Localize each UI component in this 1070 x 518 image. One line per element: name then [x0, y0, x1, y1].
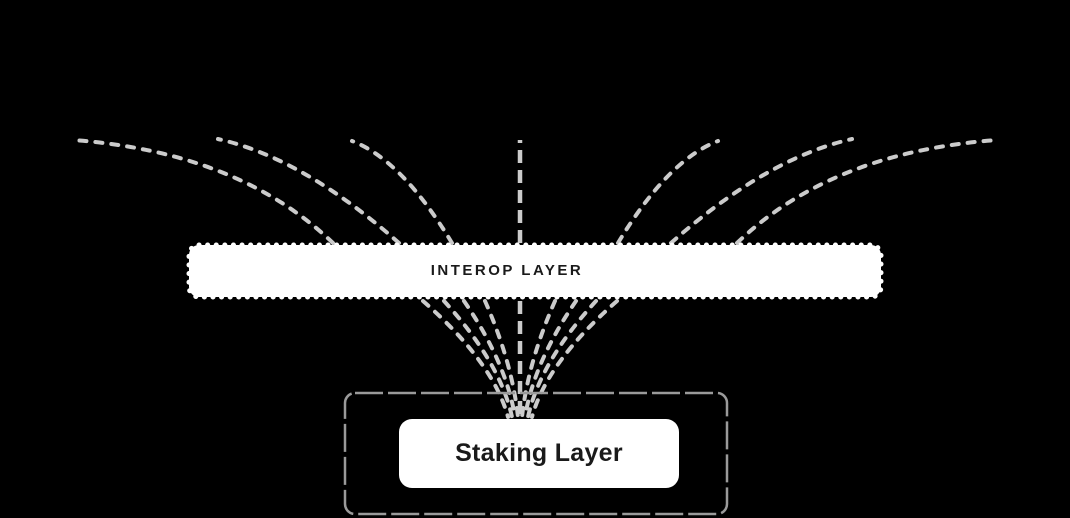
staking-box: Staking Layer: [399, 419, 679, 488]
bottom-connector-line: [523, 299, 578, 419]
bottom-connector-line: [520, 299, 557, 419]
bottom-connector-line: [483, 299, 520, 419]
interop-box: [186, 242, 884, 300]
top-connectors: [71, 137, 999, 245]
top-connector-line: [669, 137, 854, 245]
top-connector-line: [616, 139, 720, 245]
bottom-connector-line: [530, 299, 619, 419]
top-connector-line: [735, 138, 999, 245]
staking-layer-label: Staking Layer: [455, 439, 623, 467]
bottom-connector-line: [526, 299, 598, 419]
bottom-connector-line: [462, 299, 517, 419]
bottom-connector-line: [421, 299, 510, 419]
top-connector-line: [350, 139, 454, 245]
bottom-connector-line: [442, 299, 514, 419]
bottom-connectors: [421, 299, 619, 419]
staking-outer-box: [343, 391, 729, 516]
top-connector-line: [216, 137, 401, 245]
top-connector-line: [71, 138, 335, 245]
